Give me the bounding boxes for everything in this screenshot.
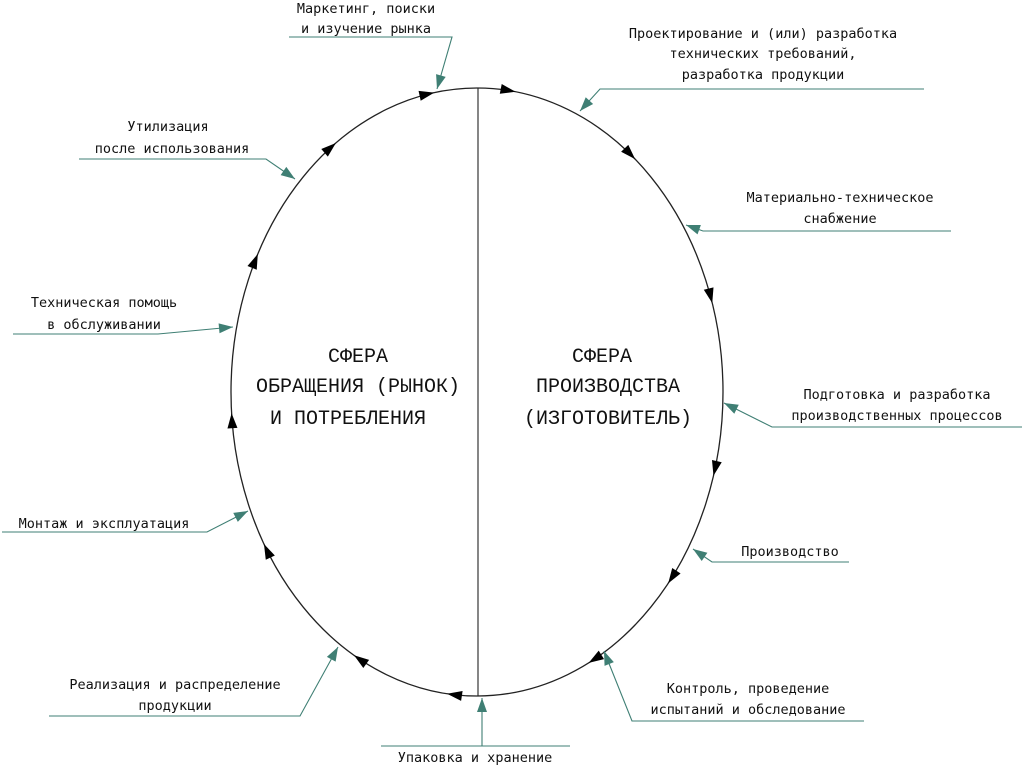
stage-design-line-2: технических требований,: [670, 46, 857, 62]
circulation-sphere-title-line-3: И ПОТРЕБЛЕНИЯ: [270, 408, 426, 431]
leader-design: [579, 88, 924, 112]
stage-production: Производство: [741, 544, 839, 560]
stage-design-line-1: Проектирование и (или) разработка: [629, 26, 897, 42]
flow-arrowhead: [263, 544, 275, 560]
leader-marketing: [289, 36, 453, 90]
stage-sales-line-1: Реализация и распределение: [69, 677, 280, 693]
production-sphere-title-line-2: ПРОИЗВОДСТВА: [536, 376, 680, 399]
production-sphere-title-line-1: СФЕРА: [572, 346, 632, 369]
stage-supply: Материально-техническое снабжение: [747, 190, 934, 227]
leader-installation: [2, 510, 249, 533]
flow-arrowhead: [711, 460, 722, 476]
flow-arrowhead: [447, 691, 463, 701]
stage-tech-support-line-1: Техническая помощь: [31, 295, 177, 311]
stage-process-prep-line-2: производственных процессов: [791, 408, 1002, 424]
stage-sales: Реализация и распределение продукции: [69, 677, 280, 714]
leader-supply-arrowhead: [686, 224, 701, 235]
leader-marketing-arrowhead: [436, 74, 446, 89]
stage-design: Проектирование и (или) разработка технич…: [629, 26, 897, 83]
flow-direction-arrows: [227, 83, 722, 701]
leader-packaging-arrowhead: [477, 698, 487, 712]
stage-packaging-line-1: Упаковка и хранение: [398, 750, 552, 766]
stage-marketing-line-2: и изучение рынка: [301, 21, 431, 37]
leader-tech-support: [13, 326, 234, 335]
stage-disposal-line-2: после использования: [95, 141, 249, 157]
stage-leader-lines: [2, 36, 1022, 747]
leader-process-prep-arrowhead: [724, 403, 739, 414]
flow-arrowhead: [499, 83, 516, 94]
leader-disposal-arrowhead: [280, 166, 295, 179]
stage-control-line-2: испытаний и обследование: [650, 702, 845, 718]
flow-arrowhead: [668, 568, 681, 584]
stage-disposal: Утилизация после использования: [95, 119, 249, 157]
flow-arrowhead: [247, 253, 258, 270]
flow-arrowhead: [621, 144, 636, 160]
flow-arrowhead: [354, 655, 370, 669]
flow-arrowhead: [227, 413, 238, 429]
flow-arrowhead: [418, 90, 435, 101]
stage-tech-support-line-2: в обслуживании: [47, 317, 161, 333]
stage-marketing: Маркетинг, поиски и изучение рынка: [297, 1, 435, 37]
circulation-sphere-title-line-1: СФЕРА: [328, 346, 388, 369]
leader-design-arrowhead: [580, 97, 594, 111]
flow-arrowhead: [703, 287, 714, 304]
stage-sales-line-2: продукции: [138, 698, 211, 714]
leader-disposal: [79, 158, 296, 180]
stage-installation-line-1: Монтаж и эксплуатация: [19, 516, 190, 532]
stage-packaging: Упаковка и хранение: [398, 750, 552, 766]
quality-loop-ellipse: [230, 87, 724, 697]
stage-marketing-line-1: Маркетинг, поиски: [297, 1, 435, 17]
stage-control: Контроль, проведение испытаний и обследо…: [650, 681, 845, 718]
leader-tech-support-arrowhead: [218, 323, 233, 334]
production-sphere-title: СФЕРА ПРОИЗВОДСТВА (ИЗГОТОВИТЕЛЬ): [524, 346, 692, 431]
leader-sales: [49, 646, 339, 717]
flow-arrowhead: [588, 650, 605, 663]
production-sphere-title-line-3: (ИЗГОТОВИТЕЛЬ): [524, 408, 692, 431]
leader-installation-arrowhead: [233, 511, 248, 522]
stage-installation: Монтаж и эксплуатация: [19, 516, 190, 532]
stage-production-line-1: Производство: [741, 544, 839, 560]
flow-arrowhead: [321, 142, 336, 157]
leader-packaging: [381, 698, 570, 747]
circulation-sphere-title: СФЕРА ОБРАЩЕНИЯ (РЫНОК) И ПОТРЕБЛЕНИЯ: [256, 346, 460, 431]
stage-disposal-line-1: Утилизация: [127, 119, 208, 135]
stage-tech-support: Техническая помощь в обслуживании: [31, 295, 177, 333]
stage-process-prep-line-1: Подготовка и разработка: [804, 387, 991, 403]
stage-design-line-3: разработка продукции: [682, 67, 845, 83]
leader-control-arrowhead: [604, 651, 614, 666]
leader-production-arrowhead: [693, 549, 708, 562]
stage-control-line-1: Контроль, проведение: [667, 681, 830, 697]
leader-sales-arrowhead: [326, 647, 338, 662]
stage-process-prep: Подготовка и разработка производственных…: [791, 387, 1002, 424]
leader-process-prep: [723, 402, 1022, 428]
stage-supply-line-2: снабжение: [803, 211, 876, 227]
stage-supply-line-1: Материально-техническое: [747, 190, 934, 206]
circulation-sphere-title-line-2: ОБРАЩЕНИЯ (РЫНОК): [256, 376, 460, 399]
leader-control: [603, 650, 864, 722]
